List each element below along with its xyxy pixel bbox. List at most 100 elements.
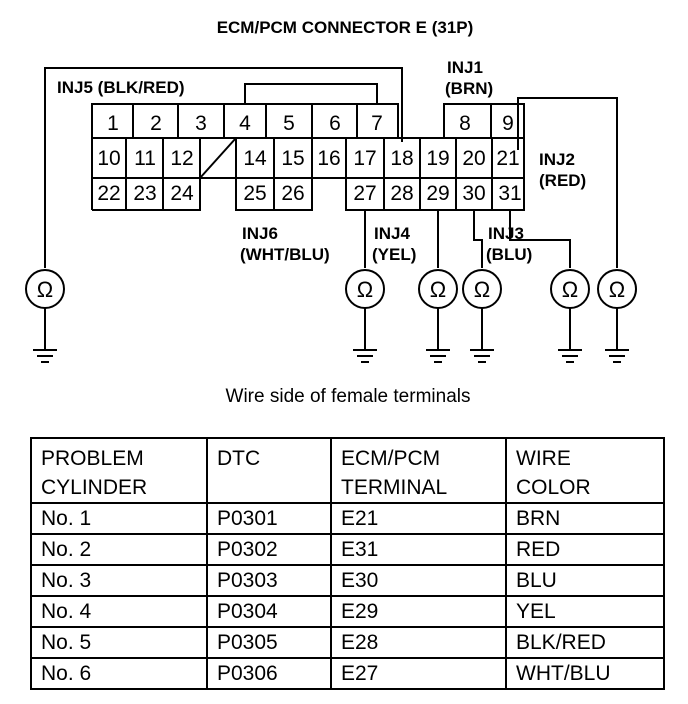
pin-6: 6 bbox=[329, 112, 341, 135]
cell-wire-color: RED bbox=[505, 533, 665, 566]
cell-dtc: P0301 bbox=[206, 502, 332, 535]
ohm-icon: Ω bbox=[609, 277, 625, 302]
pin-14: 14 bbox=[243, 147, 267, 170]
cell-terminal: E29 bbox=[330, 595, 507, 628]
pin-5: 5 bbox=[283, 112, 295, 135]
table-row: No. 5 P0305 E28 BLK/RED bbox=[30, 626, 665, 659]
wires bbox=[44, 67, 618, 268]
ohm-symbols: Ω Ω Ω Ω Ω Ω bbox=[37, 277, 625, 302]
cell-cylinder: No. 5 bbox=[30, 626, 208, 659]
inj2-name: INJ2 bbox=[539, 150, 575, 169]
ohmmeter-inj6 bbox=[345, 269, 385, 363]
pin-16: 16 bbox=[317, 147, 340, 170]
inj3-name: INJ3 bbox=[488, 224, 524, 243]
cell-wire-color: YEL bbox=[505, 595, 665, 628]
pin-29: 29 bbox=[426, 182, 449, 205]
wire-inj2 bbox=[509, 210, 571, 268]
cell-wire-color: BRN bbox=[505, 502, 665, 535]
cell-cylinder: No. 4 bbox=[30, 595, 208, 628]
cell-terminal: E30 bbox=[330, 564, 507, 597]
inj2-color: (RED) bbox=[539, 171, 586, 190]
connector-diagram: ECM/PCM CONNECTOR E (31P) 1 2 3 bbox=[25, 18, 637, 407]
cell-dtc: P0302 bbox=[206, 533, 332, 566]
pin-15: 15 bbox=[281, 147, 304, 170]
pin-30: 30 bbox=[462, 182, 485, 205]
pin-8: 8 bbox=[459, 112, 471, 135]
ohmmeters bbox=[25, 269, 637, 363]
inj1-name: INJ1 bbox=[447, 58, 483, 77]
pin-numbers: 1 2 3 4 5 6 7 8 9 10 11 12 14 15 16 17 1… bbox=[97, 112, 521, 205]
ohmmeter-inj4 bbox=[418, 269, 458, 363]
pin-31: 31 bbox=[498, 182, 521, 205]
inj6-color: (WHT/BLU) bbox=[240, 245, 330, 264]
cell-cylinder: No. 1 bbox=[30, 502, 208, 535]
inj3-color: (BLU) bbox=[486, 245, 532, 264]
inj4-color: (YEL) bbox=[372, 245, 416, 264]
wire-bridge-4-7 bbox=[244, 83, 378, 104]
injector-labels: INJ5 (BLK/RED) INJ1 (BRN) INJ2 (RED) INJ… bbox=[57, 58, 586, 264]
cell-dtc: P0305 bbox=[206, 626, 332, 659]
pin-28: 28 bbox=[390, 182, 413, 205]
table-row: No. 1 P0301 E21 BRN bbox=[30, 502, 665, 535]
cell-terminal: E31 bbox=[330, 533, 507, 566]
pin-21: 21 bbox=[496, 147, 519, 170]
inj4-name: INJ4 bbox=[374, 224, 410, 243]
cell-cylinder: No. 6 bbox=[30, 657, 208, 690]
cell-cylinder: No. 3 bbox=[30, 564, 208, 597]
wire-inj5 bbox=[44, 67, 403, 268]
ohm-icon: Ω bbox=[357, 277, 373, 302]
cell-wire-color: BLK/RED bbox=[505, 626, 665, 659]
ohmmeter-inj2 bbox=[550, 269, 590, 363]
table-row: No. 4 P0304 E29 YEL bbox=[30, 595, 665, 628]
pin-12: 12 bbox=[170, 147, 193, 170]
connector-body bbox=[91, 103, 525, 211]
pin-22: 22 bbox=[97, 182, 120, 205]
pin-17: 17 bbox=[353, 147, 376, 170]
cell-wire-color: WHT/BLU bbox=[505, 657, 665, 690]
pin-18: 18 bbox=[390, 147, 413, 170]
pin-3: 3 bbox=[195, 112, 207, 135]
cell-dtc: P0303 bbox=[206, 564, 332, 597]
wire-inj3 bbox=[473, 210, 483, 268]
ohm-icon: Ω bbox=[562, 277, 578, 302]
table-row: No. 6 P0306 E27 WHT/BLU bbox=[30, 657, 665, 690]
table-row: No. 2 P0302 E31 RED bbox=[30, 533, 665, 566]
wire-inj1 bbox=[517, 97, 618, 268]
cell-cylinder: No. 2 bbox=[30, 533, 208, 566]
pin-27: 27 bbox=[353, 182, 376, 205]
pin-20: 20 bbox=[462, 147, 485, 170]
cell-terminal: E27 bbox=[330, 657, 507, 690]
pin-2: 2 bbox=[150, 112, 162, 135]
ohm-icon: Ω bbox=[430, 277, 446, 302]
pin-4: 4 bbox=[239, 112, 251, 135]
inj1-color: (BRN) bbox=[445, 79, 493, 98]
ohmmeter-inj5 bbox=[25, 269, 65, 363]
diagram-title: ECM/PCM CONNECTOR E (31P) bbox=[217, 18, 474, 37]
inj6-name: INJ6 bbox=[242, 224, 278, 243]
pin-10: 10 bbox=[97, 147, 120, 170]
pin-23: 23 bbox=[133, 182, 156, 205]
cell-wire-color: BLU bbox=[505, 564, 665, 597]
pin-7: 7 bbox=[371, 112, 383, 135]
ohmmeter-inj1 bbox=[597, 269, 637, 363]
pin-25: 25 bbox=[243, 182, 266, 205]
pin-9: 9 bbox=[502, 112, 514, 135]
pin-19: 19 bbox=[426, 147, 449, 170]
cell-dtc: P0304 bbox=[206, 595, 332, 628]
cell-terminal: E21 bbox=[330, 502, 507, 535]
header-dtc: DTC bbox=[206, 437, 332, 504]
ohm-icon: Ω bbox=[37, 277, 53, 302]
diagram-caption: Wire side of female terminals bbox=[226, 386, 471, 407]
cell-terminal: E28 bbox=[330, 626, 507, 659]
inj5-label: INJ5 (BLK/RED) bbox=[57, 78, 185, 97]
ohmmeter-inj3 bbox=[462, 269, 502, 363]
table-row: No. 3 P0303 E30 BLU bbox=[30, 564, 665, 597]
pin-1: 1 bbox=[107, 112, 119, 135]
pin-24: 24 bbox=[170, 182, 194, 205]
ohm-icon: Ω bbox=[474, 277, 490, 302]
